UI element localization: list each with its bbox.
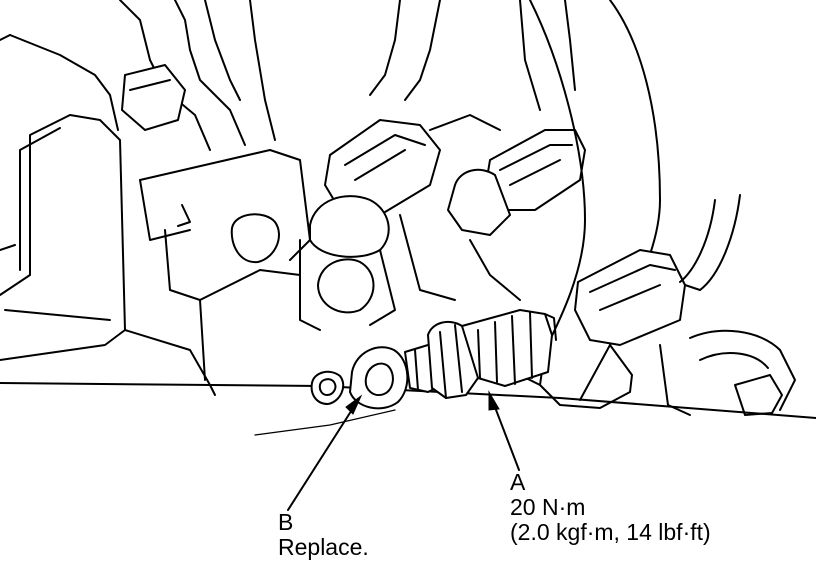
- callout-b-instruction: Replace.: [278, 534, 369, 560]
- leader-line-a: [488, 390, 520, 471]
- sensor-body: [404, 309, 557, 399]
- callout-a-sensor: A 20 N·m (2.0 kgf·m, 14 lbf·ft): [510, 470, 711, 545]
- sensor-connector: [399, 114, 586, 301]
- bolt-hole: [310, 370, 345, 405]
- upper-hoses: [119, 0, 576, 151]
- callout-a-torque-metric: 20 N·m: [510, 494, 586, 520]
- right-connector: [574, 194, 796, 416]
- center-connector: [299, 119, 441, 331]
- sealing-washer: [349, 346, 409, 410]
- callout-b-washer: B Replace.: [278, 510, 369, 560]
- leader-line-b: [287, 394, 363, 511]
- engine-block-casting: [0, 34, 311, 386]
- mounting-surface: [0, 382, 816, 436]
- callout-a-torque-imperial: (2.0 kgf·m, 14 lbf·ft): [510, 519, 711, 545]
- callout-a-letter: A: [510, 469, 526, 495]
- callout-b-letter: B: [278, 509, 294, 535]
